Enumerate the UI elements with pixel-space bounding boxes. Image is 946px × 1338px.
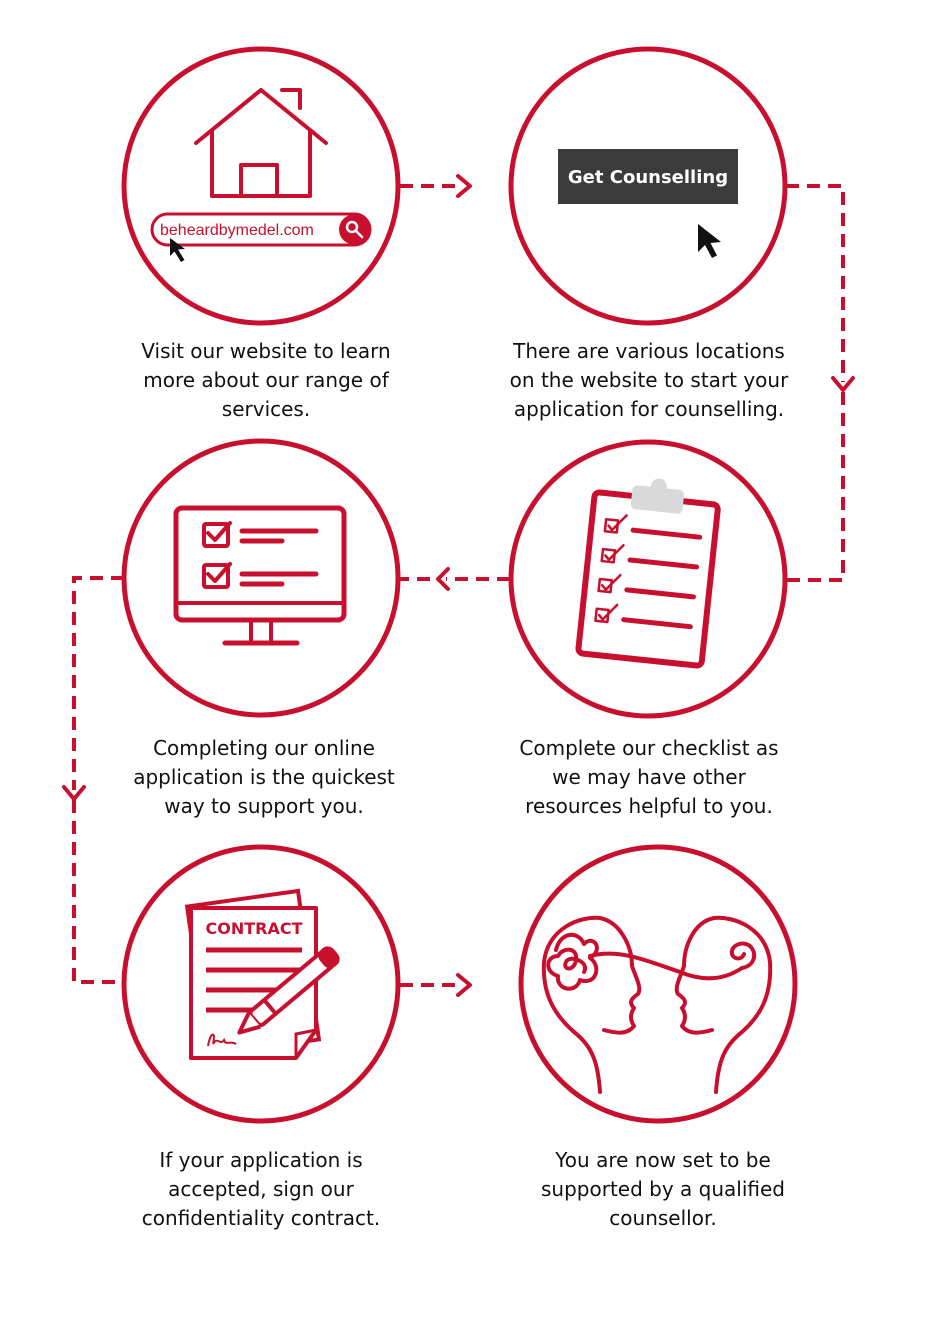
contract-title: CONTRACT [205,919,302,938]
contract-document-icon: CONTRACT [184,888,322,1060]
get-counselling-label: Get Counselling [568,167,728,188]
clipboard-checklist-icon [575,478,721,669]
step-6-counsellor [518,844,798,1124]
connector-1-to-2 [400,174,472,198]
get-counselling-button[interactable] [558,149,738,204]
url-search-bar[interactable] [150,212,372,247]
house-icon [194,88,328,198]
step-3-checklist [508,439,788,719]
cursor-icon [698,224,721,258]
step-5-contract: CONTRACT [121,844,401,1124]
url-text: beheardbymedel.com [160,222,314,239]
connector-2-to-3 [786,184,855,582]
step-5-caption: If your application is accepted, sign ou… [141,1148,381,1230]
signature-icon [207,1033,237,1047]
connector-5-to-6 [400,973,472,997]
two-heads-thoughts-icon [541,915,773,1094]
step-2-start-application: Get Counselling [508,46,788,326]
cursor-icon [170,238,185,262]
step-4-caption: Completing our online application is the… [133,736,395,818]
step-3-caption: Complete our checklist as we may have ot… [519,736,779,818]
step-4-online-application [121,438,401,718]
connector-4-to-5 [62,576,124,984]
pen-icon [237,946,340,1035]
monitor-checklist-icon [173,505,347,646]
step-1-caption: Visit our website to learn more about ou… [141,339,391,421]
step-1-website: beheardbymedel.com [121,46,401,326]
step-6-caption: You are now set to be supported by a qua… [541,1148,785,1230]
connector-3-to-4 [398,567,510,591]
search-icon[interactable] [339,214,369,245]
step-2-caption: There are various locations on the websi… [509,339,789,421]
